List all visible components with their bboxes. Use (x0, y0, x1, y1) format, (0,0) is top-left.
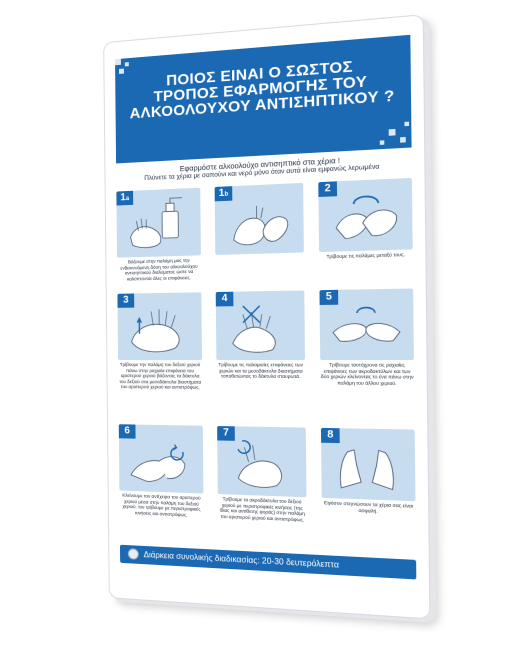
step-7-panel: 7 (217, 426, 307, 498)
clock-icon (127, 548, 139, 560)
step-3-caption: Τρίβουμε την παλάμη του δεξιού χεριού πά… (119, 362, 202, 391)
hand-icon (216, 290, 305, 360)
hand-icon (318, 178, 412, 252)
rotation-arrow-icon (119, 424, 204, 493)
title-banner: ΠΟΙΟΣ ΕΙΝΑΙ Ο ΣΩΣΤΟΣ ΤΡΟΠΟΣ ΕΦΑΡΜΟΓΗΣ ΤΟ… (115, 34, 412, 164)
step-5-panel: 5 (319, 288, 414, 361)
hand-icon (321, 428, 416, 501)
step-4-caption: Τρίβουμε τις παλαμιαίες επιφάνειες των χ… (218, 362, 304, 380)
hand-icon (319, 288, 413, 360)
sign-title: ΠΟΙΟΣ ΕΙΝΑΙ Ο ΣΩΣΤΟΣ ΤΡΟΠΟΣ ΕΦΑΡΜΟΓΗΣ ΤΟ… (129, 57, 395, 123)
step-2-panel: 2 (318, 177, 413, 253)
step-6-panel: 6 (118, 424, 204, 494)
step-7-caption: Τρίβουμε τα ακροδάκτυλα του δεξιού χεριο… (219, 496, 305, 523)
step-5-caption: Τρίβουμε ταυτόχρονα τις ραχιαίες επιφάνε… (320, 362, 414, 386)
step-3-panel: 3 (117, 292, 203, 361)
step-1a-caption: Βάζουμε στην παλάμη μας την ενδεικνυόμεν… (120, 257, 198, 282)
sign-panel: ΠΟΙΟΣ ΕΙΝΑΙ Ο ΣΩΣΤΟΣ ΤΡΟΠΟΣ ΕΦΑΡΜΟΓΗΣ ΤΟ… (103, 14, 431, 620)
step-4-panel: 4 (215, 290, 306, 361)
step-6-caption: Κλείνουμε τον αντίχειρα του αριστερού χε… (122, 492, 201, 518)
duration-banner: Διάρκεια συνολικής διαδικασίας: 20-30 δε… (119, 544, 417, 580)
hand-icon (117, 292, 202, 360)
step-8-panel: 8 (320, 427, 416, 502)
step-2-caption: Τρίβουμε τις παλάμες μεταξύ τους. (326, 251, 406, 260)
sign-board: ΠΟΙΟΣ ΕΙΝΑΙ Ο ΣΩΣΤΟΣ ΤΡΟΠΟΣ ΕΦΑΡΜΟΓΗΣ ΤΟ… (103, 14, 437, 624)
step-8-caption: Εφόσον στεγνώσουν τα χέρια σας είναι ασφ… (324, 500, 414, 514)
step-1b-caption (214, 255, 305, 257)
rotation-arrow-icon (217, 426, 306, 497)
duration-text: Διάρκεια συνολικής διαδικασίας: 20-30 δε… (143, 549, 339, 570)
hand-icon (215, 183, 304, 255)
step-1b-panel: 1b (214, 182, 304, 255)
step-1a-panel: 1a (116, 187, 201, 258)
sanitizer-bottle-icon (116, 188, 201, 258)
